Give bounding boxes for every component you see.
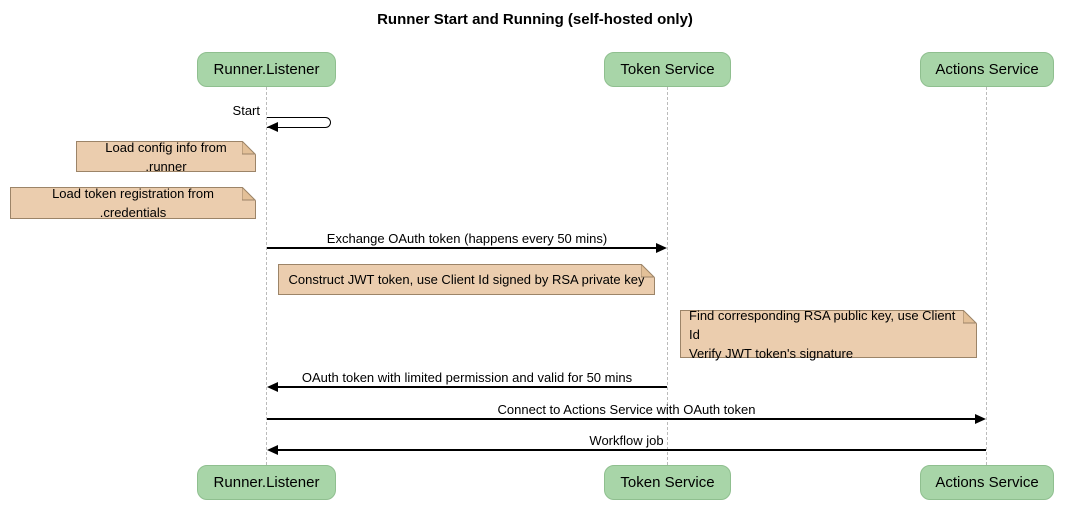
note-line-2: Verify JWT token's signature xyxy=(689,345,854,361)
lifeline-runner-listener xyxy=(266,87,267,465)
participant-label: Runner.Listener xyxy=(213,474,320,491)
self-message-loop xyxy=(267,117,331,128)
message-label-connect-actions: Connect to Actions Service with OAuth to… xyxy=(497,402,756,417)
note-fold-icon xyxy=(242,141,256,155)
participant-label: Actions Service xyxy=(935,474,1039,491)
arrowhead-right-icon xyxy=(656,243,667,253)
note-construct-jwt: Construct JWT token, use Client Id signe… xyxy=(278,264,655,295)
note-fold-icon xyxy=(963,310,977,324)
message-label-start: Start xyxy=(232,103,260,118)
message-line xyxy=(278,449,986,451)
participant-top-token-service: Token Service xyxy=(604,52,731,87)
participant-label: Runner.Listener xyxy=(213,61,320,78)
message-label-exchange-oauth: Exchange OAuth token (happens every 50 m… xyxy=(326,231,608,246)
diagram-title: Runner Start and Running (self-hosted on… xyxy=(377,11,693,28)
note-text: Load token registration from .credential… xyxy=(52,186,214,220)
note-line-1: Find corresponding RSA public key, use C… xyxy=(689,307,956,342)
lifeline-actions-service xyxy=(986,87,987,465)
participant-top-actions-service: Actions Service xyxy=(920,52,1054,87)
participant-top-runner-listener: Runner.Listener xyxy=(197,52,336,87)
message-label-oauth-return: OAuth token with limited permission and … xyxy=(301,370,633,385)
note-load-token-registration: Load token registration from .credential… xyxy=(10,186,256,220)
message-label-workflow-job: Workflow job xyxy=(589,433,664,448)
note-fold-icon xyxy=(242,187,256,201)
arrowhead-left-icon xyxy=(267,445,278,455)
arrowhead-right-icon xyxy=(975,414,986,424)
arrowhead-left-icon xyxy=(267,382,278,392)
message-line xyxy=(267,418,977,420)
note-fold-icon xyxy=(641,264,655,278)
note-load-config: Load config info from .runner xyxy=(76,140,256,174)
note-text: Construct JWT token, use Client Id signe… xyxy=(288,272,645,287)
arrowhead-left-icon xyxy=(267,122,278,132)
participant-bottom-token-service: Token Service xyxy=(604,465,731,500)
message-line xyxy=(278,386,667,388)
participant-label: Token Service xyxy=(620,474,715,491)
participant-label: Token Service xyxy=(620,61,715,78)
note-verify-jwt: Find corresponding RSA public key, use C… xyxy=(680,308,977,361)
note-text: Load config info from .runner xyxy=(105,139,227,174)
note-text: Find corresponding RSA public key, use C… xyxy=(689,306,968,363)
participant-label: Actions Service xyxy=(935,61,1039,78)
participant-bottom-runner-listener: Runner.Listener xyxy=(197,465,336,500)
participant-bottom-actions-service: Actions Service xyxy=(920,465,1054,500)
lifeline-token-service xyxy=(667,87,668,465)
message-line xyxy=(267,247,658,249)
